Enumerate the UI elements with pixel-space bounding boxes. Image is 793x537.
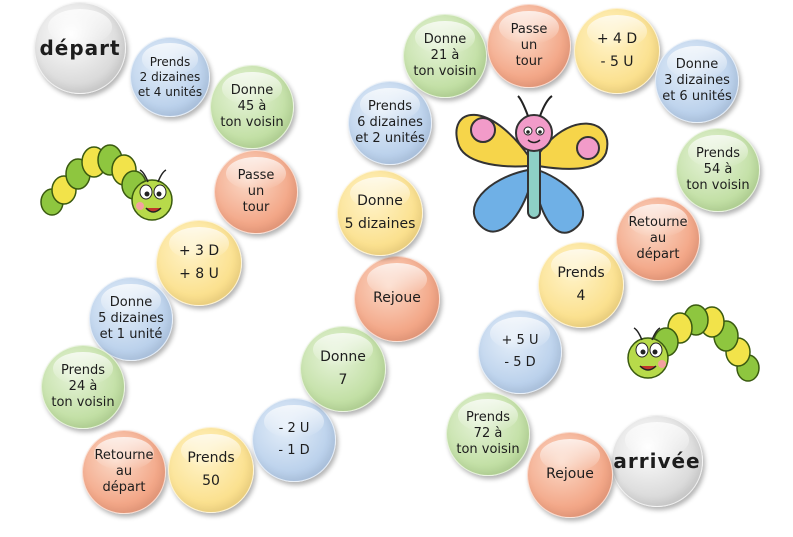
start-label: départ: [39, 35, 121, 60]
board-space-13[interactable]: Prends 6 dizaines et 2 unités: [348, 81, 432, 165]
board-space-15[interactable]: Passe un tour: [487, 4, 571, 88]
board-space-9[interactable]: - 2 U - 1 D: [252, 398, 336, 482]
board-space-12[interactable]: Donne 5 dizaines: [337, 170, 423, 256]
board-space-20[interactable]: Prends 4: [538, 242, 624, 328]
caterpillar-illustration-2: [627, 304, 760, 382]
board-space-4[interactable]: + 3 D + 8 U: [156, 220, 242, 306]
board-space-10[interactable]: Donne 7: [300, 326, 386, 412]
board-space-5[interactable]: Donne 5 dizaines et 1 unité: [89, 277, 173, 361]
board-space-6[interactable]: Prends 24 à ton voisin: [41, 345, 125, 429]
board-space-16[interactable]: + 4 D - 5 U: [574, 8, 660, 94]
board-space-2[interactable]: Donne 45 à ton voisin: [210, 65, 294, 149]
board-space-11[interactable]: Rejoue: [354, 256, 440, 342]
board-space-23[interactable]: Rejoue: [527, 432, 613, 518]
board-space-14[interactable]: Donne 21 à ton voisin: [403, 14, 487, 98]
board-space-8[interactable]: Prends 50: [168, 427, 254, 513]
start-space[interactable]: départ: [34, 2, 126, 94]
finish-space[interactable]: arrivée: [611, 415, 703, 507]
board-space-3[interactable]: Passe un tour: [214, 150, 298, 234]
butterfly-illustration: [455, 95, 609, 234]
finish-label: arrivée: [613, 448, 701, 473]
caterpillar-illustration: [40, 144, 173, 221]
board-space-18[interactable]: Prends 54 à ton voisin: [676, 128, 760, 212]
board-space-19[interactable]: Retourne au départ: [616, 197, 700, 281]
board-space-7[interactable]: Retourne au départ: [82, 430, 166, 514]
board-space-1[interactable]: Prends 2 dizaines et 4 unités: [130, 37, 210, 117]
board-space-21[interactable]: + 5 U - 5 D: [478, 310, 562, 394]
board-space-17[interactable]: Donne 3 dizaines et 6 unités: [655, 39, 739, 123]
board-space-22[interactable]: Prends 72 à ton voisin: [446, 392, 530, 476]
